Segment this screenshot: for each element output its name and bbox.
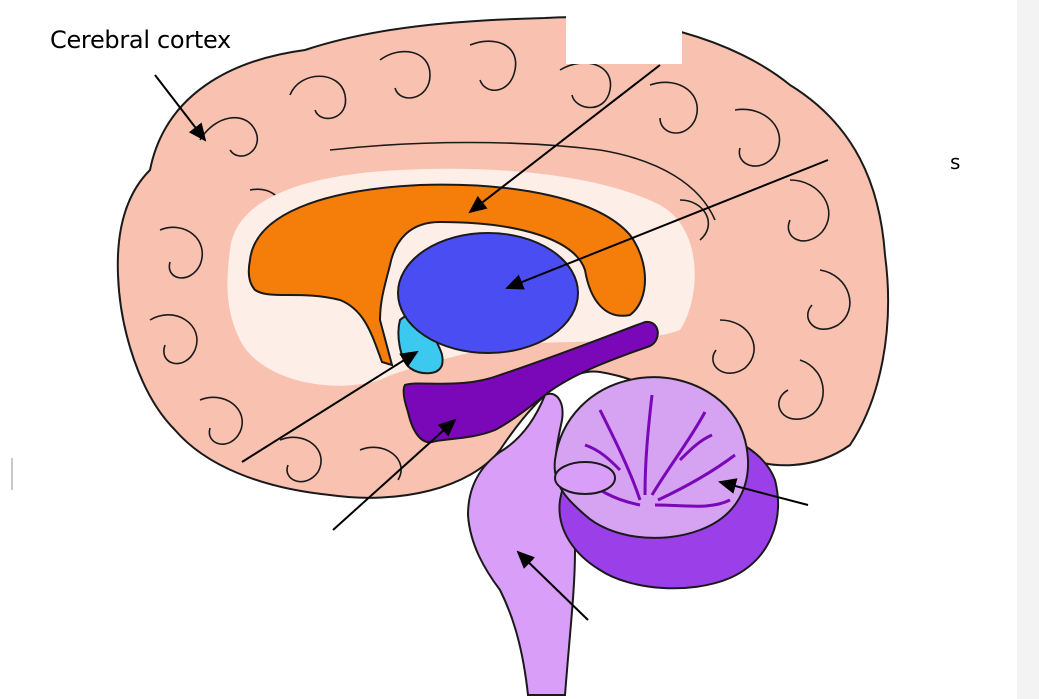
pons-bulb xyxy=(555,462,615,494)
partial-label: s xyxy=(950,150,960,174)
cerebral-cortex-label: Cerebral cortex xyxy=(50,26,231,54)
label-cover-patch xyxy=(566,0,682,64)
edge-marker xyxy=(11,458,13,490)
thalamus-shape xyxy=(398,233,578,353)
side-panel xyxy=(1017,0,1039,699)
brain-diagram xyxy=(0,0,1017,699)
diagram-canvas: Cerebral cortex s xyxy=(0,0,1017,699)
